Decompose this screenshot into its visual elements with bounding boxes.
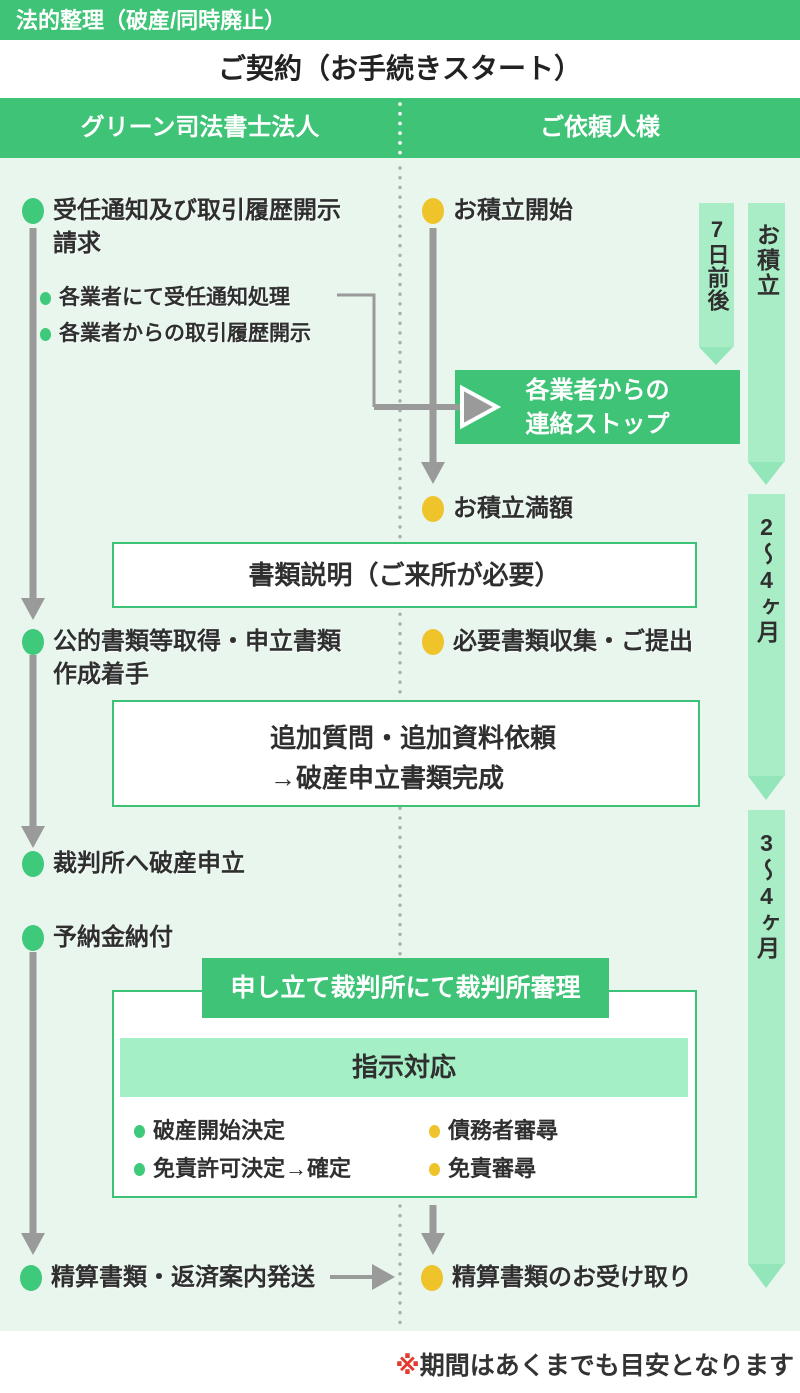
- green-bullet-icon: [20, 1265, 42, 1291]
- substep-history-disclosure-label: 各業者からの取引履歴開示: [59, 322, 311, 345]
- document-explanation-label: 書類説明（ご来所が必要）: [248, 560, 561, 590]
- step-notice-request-line2: 請求: [53, 230, 101, 257]
- timeline-band-7days-label: 7日前後: [704, 217, 730, 312]
- timeline-band-savings-arrowhead: [748, 462, 784, 485]
- additional-request-box: 追加質問・追加資料依頼 →破産申立書類完成: [112, 700, 700, 807]
- step-savings-start: お積立開始: [422, 194, 573, 227]
- step-savings-start-label: お積立開始: [453, 197, 573, 224]
- court-item-debtor-examination: 債務者審尋: [429, 1116, 558, 1146]
- court-review-header: 申し立て裁判所にて裁判所審理: [202, 958, 609, 1018]
- step-settlement-receive-label: 精算書類のお受け取り: [452, 1264, 692, 1291]
- substep-history-disclosure: 各業者からの取引履歴開示: [40, 319, 311, 349]
- yellow-bullet-icon: [422, 496, 444, 522]
- step-court-filing: 裁判所へ破産申立: [22, 847, 245, 880]
- green-mini-bullet-icon: [134, 1125, 145, 1138]
- timeline-band-3to4months-arrowhead: [748, 1264, 784, 1288]
- timeline-band-7days: 7日前後: [699, 203, 734, 347]
- green-mini-bullet-icon: [40, 292, 51, 305]
- substep-notice-processing: 各業者にて受任通知処理: [40, 283, 290, 313]
- court-item-bankruptcy-start: 破産開始決定: [134, 1116, 285, 1146]
- green-bullet-icon: [22, 851, 44, 877]
- step-savings-full: お積立満額: [422, 492, 573, 525]
- substep-notice-processing-label: 各業者にて受任通知処理: [59, 286, 290, 309]
- yellow-bullet-icon: [422, 198, 444, 224]
- step-official-documents-line1: 公的書類等取得・申立書類: [53, 628, 341, 655]
- step-deposit-payment-label: 予納金納付: [53, 924, 173, 951]
- footer-note-asterisk: ※: [395, 1352, 420, 1380]
- step-settlement-dispatch-label: 精算書類・返済案内発送: [51, 1264, 315, 1291]
- timeline-band-7days-arrowhead: [699, 347, 733, 365]
- green-bullet-icon: [22, 629, 44, 655]
- instruction-response-band: 指示対応: [120, 1038, 688, 1097]
- green-mini-bullet-icon: [40, 328, 51, 341]
- step-court-filing-label: 裁判所へ破産申立: [53, 850, 245, 877]
- yellow-bullet-icon: [422, 629, 444, 655]
- step-deposit-payment: 予納金納付: [22, 921, 173, 954]
- timeline-band-savings: お積立: [748, 203, 785, 462]
- document-explanation-box: 書類説明（ご来所が必要）: [112, 542, 697, 608]
- step-settlement-receive: 精算書類のお受け取り: [421, 1261, 692, 1294]
- start-banner: ご契約（お手続きスタート）: [0, 40, 800, 98]
- court-review-header-label: 申し立て裁判所にて裁判所審理: [230, 974, 581, 1002]
- step-collect-documents: 必要書類収集・ご提出: [422, 625, 693, 658]
- court-item-bankruptcy-start-label: 破産開始決定: [153, 1118, 286, 1143]
- page-title: 法的整理（破産/同時廃止）: [16, 8, 287, 33]
- step-official-documents: 公的書類等取得・申立書類 作成着手: [22, 625, 392, 691]
- court-item-discharge-examination: 免責審尋: [429, 1154, 536, 1184]
- court-item-discharge-examination-label: 免責審尋: [448, 1156, 537, 1181]
- contact-stop-line2: 連絡ストップ: [525, 411, 670, 438]
- court-item-discharge-decision: 免責許可決定→確定: [134, 1154, 351, 1184]
- step-notice-request-line1: 受任通知及び取引履歴開示: [53, 197, 341, 224]
- timeline-band-2to4months-arrowhead: [748, 776, 784, 800]
- timeline-band-2to4months: 2〜4ヶ月: [748, 494, 785, 776]
- contact-stop-box: 各業者からの 連絡ストップ: [455, 370, 740, 444]
- green-bullet-icon: [22, 925, 44, 951]
- step-savings-full-label: お積立満額: [453, 495, 573, 522]
- court-item-discharge-decision-label: 免責許可決定→確定: [153, 1156, 352, 1181]
- step-settlement-dispatch: 精算書類・返済案内発送: [20, 1261, 315, 1294]
- timeline-band-3to4months-label: 3〜4ヶ月: [753, 830, 780, 961]
- step-official-documents-line2: 作成着手: [53, 661, 149, 688]
- contact-stop-line1: 各業者からの: [525, 377, 670, 404]
- footer-note: ※期間はあくまでも目安となります: [395, 1346, 794, 1382]
- column-header-client: ご依頼人様: [540, 114, 660, 141]
- column-header-firm: グリーン司法書士法人: [80, 114, 320, 141]
- step-collect-documents-label: 必要書類収集・ご提出: [453, 628, 693, 655]
- court-item-debtor-examination-label: 債務者審尋: [448, 1118, 559, 1143]
- yellow-mini-bullet-icon: [429, 1163, 440, 1176]
- instruction-response-label: 指示対応: [351, 1052, 456, 1082]
- timeline-band-3to4months: 3〜4ヶ月: [748, 810, 785, 1264]
- yellow-bullet-icon: [421, 1265, 443, 1291]
- timeline-band-savings-label: お積立: [753, 223, 780, 298]
- additional-request-line2: →破産申立書類完成: [270, 763, 505, 793]
- green-mini-bullet-icon: [134, 1163, 145, 1176]
- footer-note-text: 期間はあくまでも目安となります: [419, 1352, 794, 1380]
- timeline-band-2to4months-label: 2〜4ヶ月: [753, 514, 780, 645]
- yellow-mini-bullet-icon: [429, 1125, 440, 1138]
- step-notice-request: 受任通知及び取引履歴開示 請求: [22, 194, 382, 260]
- green-bullet-icon: [22, 198, 44, 224]
- additional-request-line1: 追加質問・追加資料依頼: [270, 723, 557, 753]
